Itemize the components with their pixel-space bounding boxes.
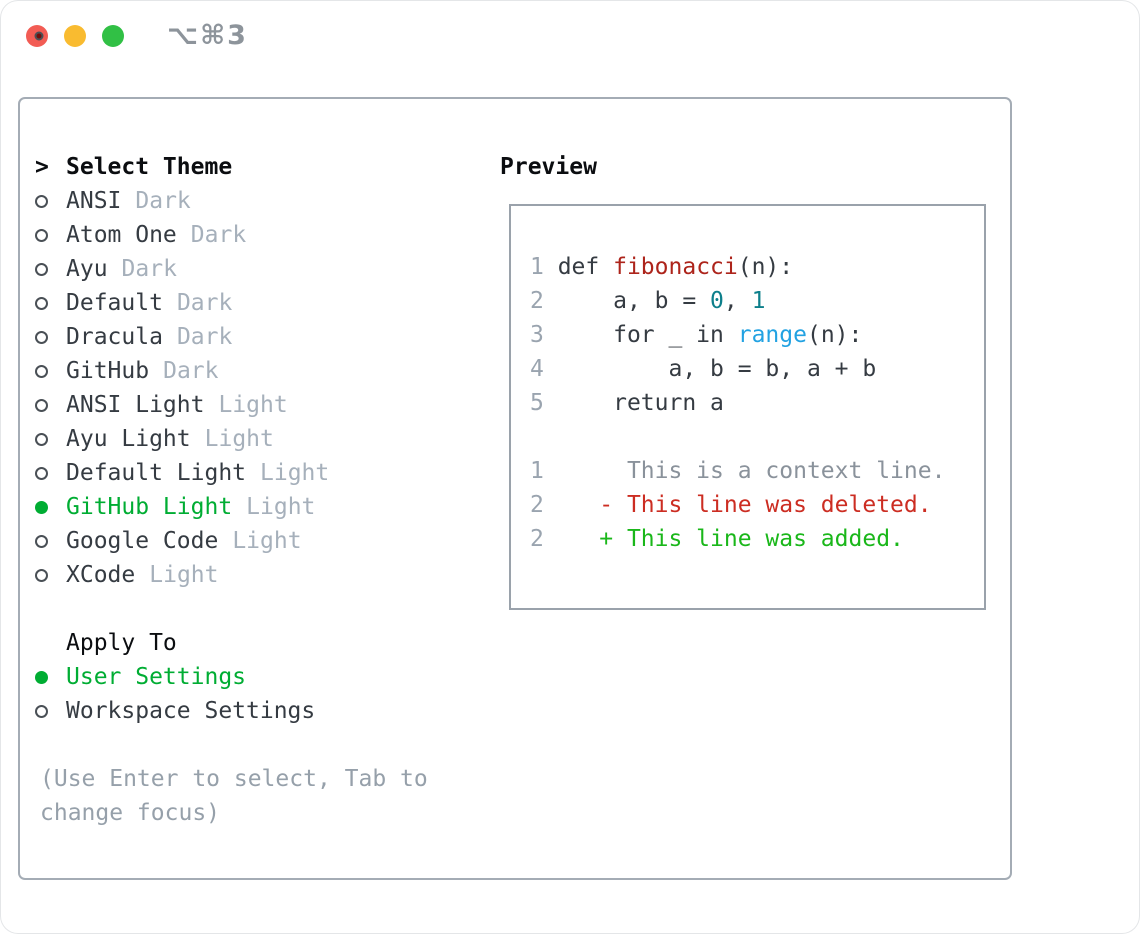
- theme-variant-tag: Dark: [176, 290, 233, 316]
- radio-icon: [35, 670, 48, 684]
- caret-icon: >: [35, 154, 49, 180]
- theme-variant-tag: Dark: [176, 324, 233, 350]
- code-line: 1 def fibonacci(n):: [530, 254, 794, 280]
- theme-list: ANSI Dark Atom One Dark: [33, 184, 499, 592]
- theme-option[interactable]: Ayu Light Light: [33, 422, 499, 456]
- radio-slot: [33, 228, 66, 242]
- preview-code: 1 def fibonacci(n): 2 a, b = 0, 1 3 for _ …: [509, 204, 986, 610]
- theme-name: XCode: [66, 562, 136, 588]
- theme-name: Google Code: [66, 528, 219, 554]
- theme-option[interactable]: Google Code Light: [33, 524, 499, 558]
- code-line: [530, 424, 984, 458]
- theme-variant-tag: Dark: [163, 358, 219, 384]
- theme-name: Ayu Light: [66, 426, 191, 452]
- apply-to-option[interactable]: User Settings: [33, 660, 499, 694]
- radio-slot: [33, 364, 66, 378]
- theme-variant-tag: Light: [260, 460, 330, 486]
- theme-option[interactable]: Atom One Dark: [33, 218, 499, 252]
- select-theme-title: Select Theme: [66, 154, 233, 180]
- header-caret-slot: >: [33, 154, 66, 180]
- theme-option[interactable]: Default Light Light: [33, 456, 499, 490]
- radio-icon: [35, 704, 48, 718]
- select-theme-header: > Select Theme: [33, 150, 499, 184]
- theme-name: Atom One: [66, 222, 177, 248]
- radio-slot: [33, 568, 66, 582]
- radio-icon: [35, 194, 48, 208]
- radio-slot: [33, 534, 66, 548]
- radio-slot: [33, 398, 66, 412]
- help-text: (Use Enter to select, Tab to change focu…: [40, 766, 428, 826]
- preview-section: Preview 1 def fibonacci(n): 2 a, b = 0, 1…: [500, 150, 986, 610]
- radio-slot: [33, 262, 66, 276]
- theme-option[interactable]: Dracula Dark: [33, 320, 499, 354]
- radio-icon: [35, 330, 48, 344]
- radio-slot: [33, 670, 66, 684]
- theme-option[interactable]: Ayu Dark: [33, 252, 499, 286]
- radio-slot: [33, 500, 66, 514]
- apply-to-option[interactable]: Workspace Settings: [33, 694, 499, 728]
- theme-variant-tag: Light: [246, 494, 316, 520]
- theme-variant-tag: Dark: [135, 188, 191, 214]
- theme-variant-tag: Dark: [190, 222, 247, 248]
- theme-option[interactable]: XCode Light: [33, 558, 499, 592]
- code-line: 2 a, b = 0, 1: [530, 288, 766, 314]
- theme-variant-tag: Light: [204, 426, 274, 452]
- radio-icon: [35, 500, 48, 514]
- theme-name: GitHub Light: [66, 494, 233, 520]
- radio-icon: [35, 466, 48, 480]
- radio-slot: [33, 296, 66, 310]
- minimize-button[interactable]: [64, 25, 86, 47]
- apply-to-header: Apply To: [33, 626, 499, 660]
- theme-option[interactable]: ANSI Light Light: [33, 388, 499, 422]
- keyboard-shortcut-label: ⌥⌘3: [167, 20, 248, 51]
- theme-variant-tag: Light: [232, 528, 302, 554]
- apply-to-name: User Settings: [66, 664, 247, 690]
- unsaved-indicator-dot: [34, 31, 44, 41]
- radio-icon: [35, 432, 48, 446]
- radio-icon: [35, 262, 48, 276]
- code-line: 5 return a: [530, 390, 724, 416]
- radio-icon: [35, 296, 48, 310]
- radio-slot: [33, 330, 66, 344]
- radio-slot: [33, 704, 66, 718]
- theme-option[interactable]: Default Dark: [33, 286, 499, 320]
- radio-icon: [35, 364, 48, 378]
- code-line: 2 - This line was deleted.: [530, 492, 932, 518]
- radio-slot: [33, 432, 66, 446]
- theme-name: Default Light: [66, 460, 247, 486]
- theme-selector: > Select Theme ANSI Dark: [33, 150, 499, 830]
- radio-icon: [35, 568, 48, 582]
- section-gap: [33, 592, 499, 626]
- theme-option[interactable]: GitHub Dark: [33, 354, 499, 388]
- radio-slot: [33, 466, 66, 480]
- titlebar: [26, 25, 124, 47]
- theme-name: Ayu: [66, 256, 108, 282]
- theme-variant-tag: Light: [149, 562, 219, 588]
- theme-variant-tag: Dark: [121, 256, 177, 282]
- theme-name: Dracula: [66, 324, 163, 350]
- preview-title: Preview: [500, 154, 597, 180]
- apply-to-name: Workspace Settings: [66, 698, 316, 724]
- theme-name: Default: [66, 290, 163, 316]
- theme-name: ANSI: [66, 188, 122, 214]
- radio-slot: [33, 194, 66, 208]
- code-line: 3 for _ in range(n):: [530, 322, 863, 348]
- close-button[interactable]: [26, 25, 48, 47]
- code-line: 1 This is a context line.: [530, 458, 946, 484]
- apply-to-list: User Settings Workspace Settings: [33, 660, 499, 728]
- radio-icon: [35, 534, 48, 548]
- code-line: 2 + This line was added.: [530, 526, 904, 552]
- theme-picker-panel: > Select Theme ANSI Dark: [18, 97, 1012, 880]
- radio-icon: [35, 228, 48, 242]
- radio-icon: [35, 398, 48, 412]
- theme-option[interactable]: GitHub Light Light: [33, 490, 499, 524]
- theme-option[interactable]: ANSI Dark: [33, 184, 499, 218]
- theme-name: ANSI Light: [66, 392, 205, 418]
- theme-variant-tag: Light: [218, 392, 288, 418]
- theme-name: GitHub: [66, 358, 150, 384]
- apply-to-title: Apply To: [66, 630, 177, 656]
- zoom-button[interactable]: [102, 25, 124, 47]
- code-line: 4 a, b = b, a + b: [530, 356, 877, 382]
